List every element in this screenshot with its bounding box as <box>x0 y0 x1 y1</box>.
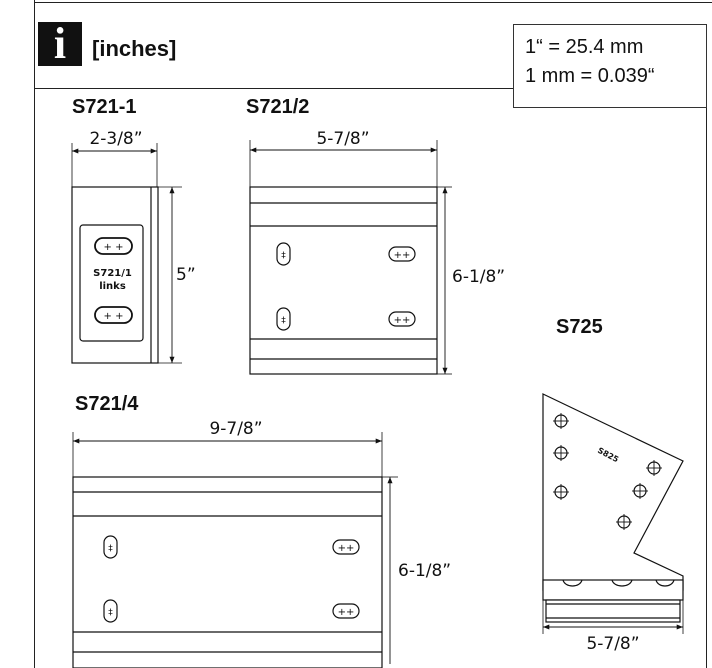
s721-4-slot-vertical-top <box>103 535 118 559</box>
s721-2-slot-vertical-bottom <box>276 307 291 331</box>
s721-4-slot-horizontal-bottom <box>332 603 360 619</box>
s721-2-body <box>249 186 438 375</box>
s721-2-slot-horizontal-bottom <box>388 311 416 327</box>
info-icon: i <box>38 22 82 66</box>
s725-width-label: 5-7/8” <box>586 634 639 654</box>
s721-4-body <box>72 476 383 668</box>
part-s721-4: ‡ ++ ‡ ++ <box>72 432 398 668</box>
svg-text:++: ++ <box>394 315 411 326</box>
s721-1-width-label: 2-3/8” <box>89 129 142 149</box>
s721-1-height-label: 5” <box>176 265 196 285</box>
s721-4-slot-horizontal-top <box>332 539 360 555</box>
part-s725 <box>542 393 684 634</box>
svg-text:+ +: + + <box>104 311 124 322</box>
s721-1-slot-bottom <box>94 306 133 324</box>
part-title-s721-4: S721/4 <box>75 393 139 415</box>
s721-2-slot-vertical-top <box>276 242 291 266</box>
s721-4-slot-vertical-bottom <box>103 599 118 623</box>
svg-text:‡: ‡ <box>108 608 113 618</box>
s721-1-slot-top <box>94 237 133 255</box>
conversion-mm-to-inch: 1 mm = 0.039“ <box>525 65 655 87</box>
s721-2-height-label: 6-1/8” <box>452 267 505 287</box>
part-s721-2: ‡ ++ ‡ ++ <box>249 140 452 375</box>
part-title-s725: S725 <box>556 316 603 338</box>
conversion-inch-to-mm: 1“ = 25.4 mm <box>525 36 644 58</box>
s721-2-width-label: 5-7/8” <box>316 129 369 149</box>
s721-1-plate-label: S721/1 <box>93 268 132 279</box>
svg-text:++: ++ <box>338 607 355 618</box>
conversion-box: 1“ = 25.4 mm 1 mm = 0.039“ <box>513 24 707 108</box>
svg-text:‡: ‡ <box>108 544 113 554</box>
s721-4-width-label: 9-7/8” <box>209 419 262 439</box>
s721-1-plate-sublabel: links <box>99 281 126 292</box>
svg-text:+ +: + + <box>104 242 124 253</box>
svg-text:‡: ‡ <box>281 251 286 261</box>
part-title-s721-2: S721/2 <box>246 96 310 118</box>
part-title-s721-1: S721-1 <box>72 96 137 118</box>
s721-2-slot-horizontal-top <box>388 246 416 262</box>
s725-clamp-block <box>545 599 681 623</box>
part-s721-1: + + + + <box>71 143 182 364</box>
svg-text:‡: ‡ <box>281 316 286 326</box>
svg-text:++: ++ <box>338 543 355 554</box>
svg-text:++: ++ <box>394 250 411 261</box>
units-label: [inches] <box>92 36 177 61</box>
s721-4-height-label: 6-1/8” <box>398 561 451 581</box>
